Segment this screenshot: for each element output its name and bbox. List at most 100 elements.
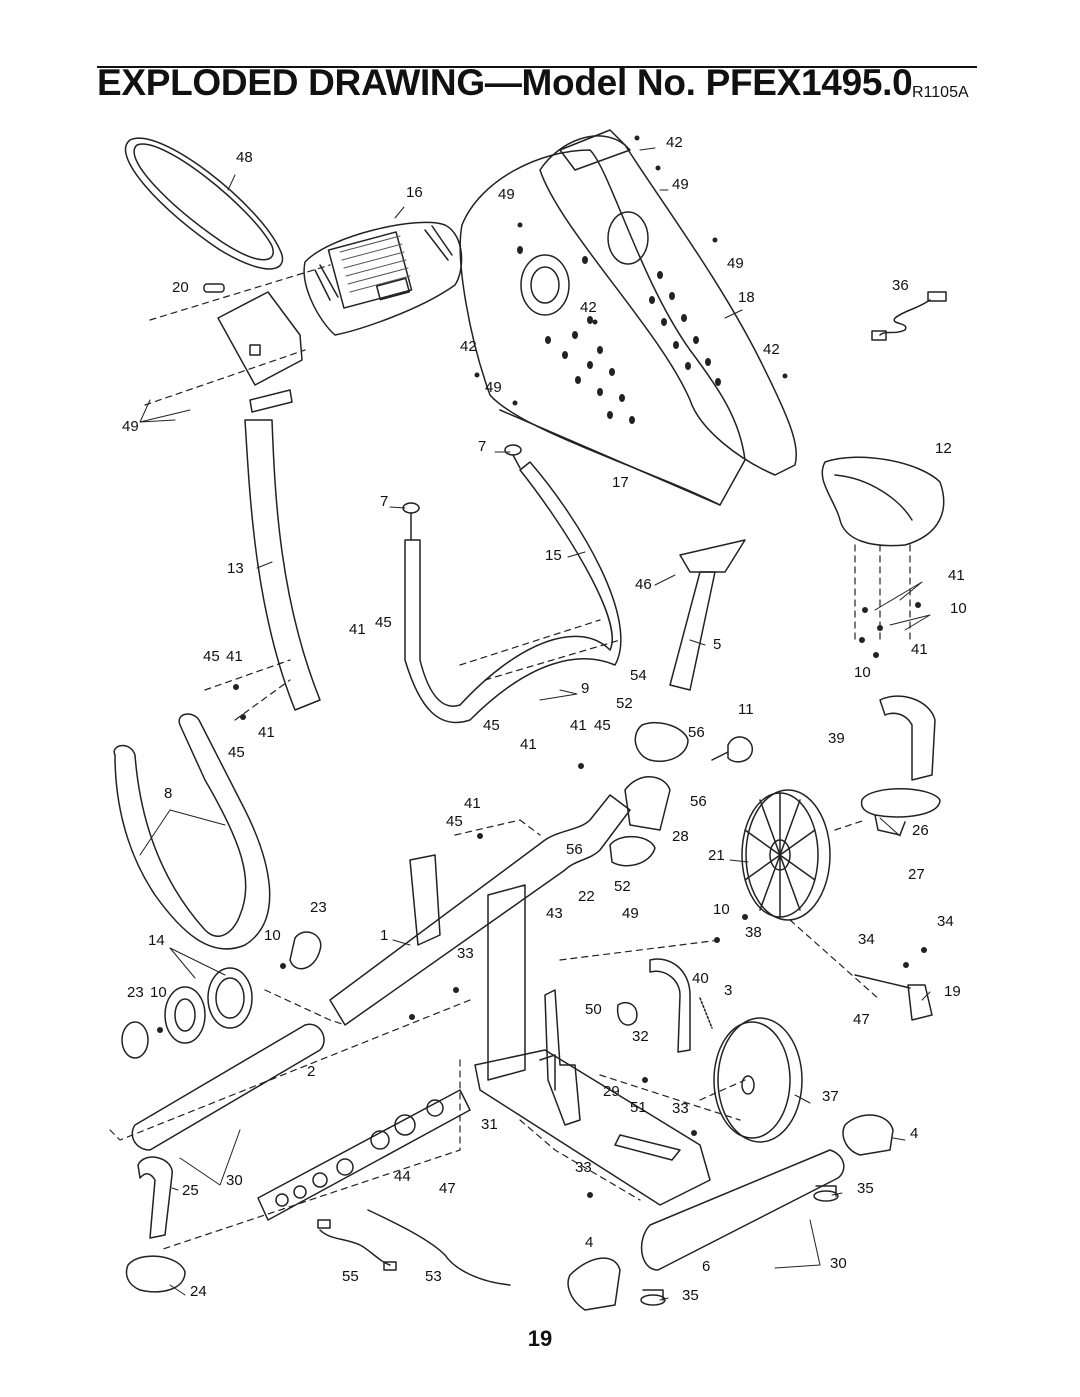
callout-label: 10 <box>950 600 967 617</box>
callout-label: 10 <box>854 664 871 681</box>
callout-label: 10 <box>150 984 167 1001</box>
callout-label: 56 <box>690 793 707 810</box>
callout-label: 45 <box>594 717 611 734</box>
callout-label: 30 <box>830 1255 847 1272</box>
callout-label: 49 <box>485 379 502 396</box>
callout-label: 14 <box>148 932 165 949</box>
callout-leader-lines <box>139 147 931 1301</box>
weight-wheel-part <box>121 931 322 1059</box>
callout-label: 55 <box>342 1268 359 1285</box>
callout-label: 41 <box>349 621 366 638</box>
seat-post-part <box>669 539 746 691</box>
callout-label: 34 <box>858 931 875 948</box>
right-pedal-part <box>860 788 941 836</box>
callout-label: 18 <box>738 289 755 306</box>
callout-label: 24 <box>190 1283 207 1300</box>
tension-knob-part <box>711 736 753 763</box>
callout-label: 21 <box>708 847 725 864</box>
callout-label: 48 <box>236 149 253 166</box>
leveling-feet-part <box>640 1185 839 1306</box>
callout-label: 39 <box>828 730 845 747</box>
rear-stabilizer-part <box>131 1023 325 1151</box>
callout-label: 45 <box>483 717 500 734</box>
magnet-bracket-part <box>649 958 713 1053</box>
callout-label: 6 <box>702 1258 710 1275</box>
callout-label: 22 <box>578 888 595 905</box>
pedal-crank-bracket-part <box>544 989 681 1161</box>
callout-label: 27 <box>908 866 925 883</box>
callout-label: 38 <box>745 924 762 941</box>
callout-label: 35 <box>682 1287 699 1304</box>
callout-label: 2 <box>307 1063 315 1080</box>
assembly-guide-lines <box>109 264 911 1251</box>
callout-label: 42 <box>763 341 780 358</box>
callout-label: 49 <box>672 176 689 193</box>
callout-label: 28 <box>672 828 689 845</box>
callout-label: 40 <box>692 970 709 987</box>
shield-vent-holes <box>517 246 721 424</box>
callout-label: 41 <box>911 641 928 658</box>
bearing-set-part <box>257 1089 471 1221</box>
drive-belt-part <box>124 137 284 270</box>
callout-label: 32 <box>632 1028 649 1045</box>
handle-grips-part <box>113 713 271 950</box>
callout-label: 42 <box>666 134 683 151</box>
callout-label: 33 <box>575 1159 592 1176</box>
callout-label: 19 <box>944 983 961 1000</box>
callout-label: 33 <box>457 945 474 962</box>
callout-label: 49 <box>122 418 139 435</box>
callout-label: 11 <box>738 701 754 718</box>
callout-label: 10 <box>713 901 730 918</box>
pulley-part <box>713 1017 803 1143</box>
callout-label: 3 <box>724 982 732 999</box>
console-bracket-part <box>203 283 303 386</box>
callout-label: 56 <box>566 841 583 858</box>
title-rule <box>97 66 977 68</box>
callout-label: 45 <box>228 744 245 761</box>
callout-label: 7 <box>478 438 486 455</box>
callout-label: 45 <box>446 813 463 830</box>
right-shield-part <box>539 129 797 476</box>
callout-label: 13 <box>227 560 244 577</box>
front-stabilizer-part <box>640 1149 845 1271</box>
callout-label: 41 <box>948 567 965 584</box>
callout-label: 33 <box>672 1100 689 1117</box>
crank-hub-part <box>609 721 689 867</box>
callout-label: 26 <box>912 822 929 839</box>
callout-label: 45 <box>375 614 392 631</box>
callout-label: 30 <box>226 1172 243 1189</box>
left-pedal-part <box>125 1156 186 1293</box>
upright-tube-part <box>244 389 321 711</box>
callout-label: 52 <box>614 878 631 895</box>
end-cap-part <box>567 1114 894 1311</box>
callout-label: 16 <box>406 184 423 201</box>
callout-label: 41 <box>258 724 275 741</box>
callout-label: 41 <box>226 648 243 665</box>
callout-label: 42 <box>460 338 477 355</box>
callout-label: 9 <box>581 680 589 697</box>
callout-label: 49 <box>622 905 639 922</box>
callout-label: 52 <box>616 695 633 712</box>
callout-label: 41 <box>464 795 481 812</box>
callout-label: 25 <box>182 1182 199 1199</box>
callout-label: 43 <box>546 905 563 922</box>
callout-label: 23 <box>127 984 144 1001</box>
callout-label: 7 <box>380 493 388 510</box>
callout-label: 31 <box>481 1116 498 1133</box>
seat-part <box>821 456 945 547</box>
callout-label: 35 <box>857 1180 874 1197</box>
callout-label: 5 <box>713 636 721 653</box>
page-number: 19 <box>527 1326 553 1351</box>
cable-part <box>317 1209 511 1286</box>
callout-label: 47 <box>439 1180 456 1197</box>
callout-label: 49 <box>498 186 515 203</box>
callout-label: 8 <box>164 785 172 802</box>
page-title: EXPLODED DRAWING—Model No. PFEX1495.0 <box>97 62 913 103</box>
callout-label: 49 <box>727 255 744 272</box>
callout-label: 20 <box>172 279 189 296</box>
callout-label: 17 <box>612 474 629 491</box>
callout-label: 56 <box>688 724 705 741</box>
callout-label: 12 <box>935 440 952 457</box>
